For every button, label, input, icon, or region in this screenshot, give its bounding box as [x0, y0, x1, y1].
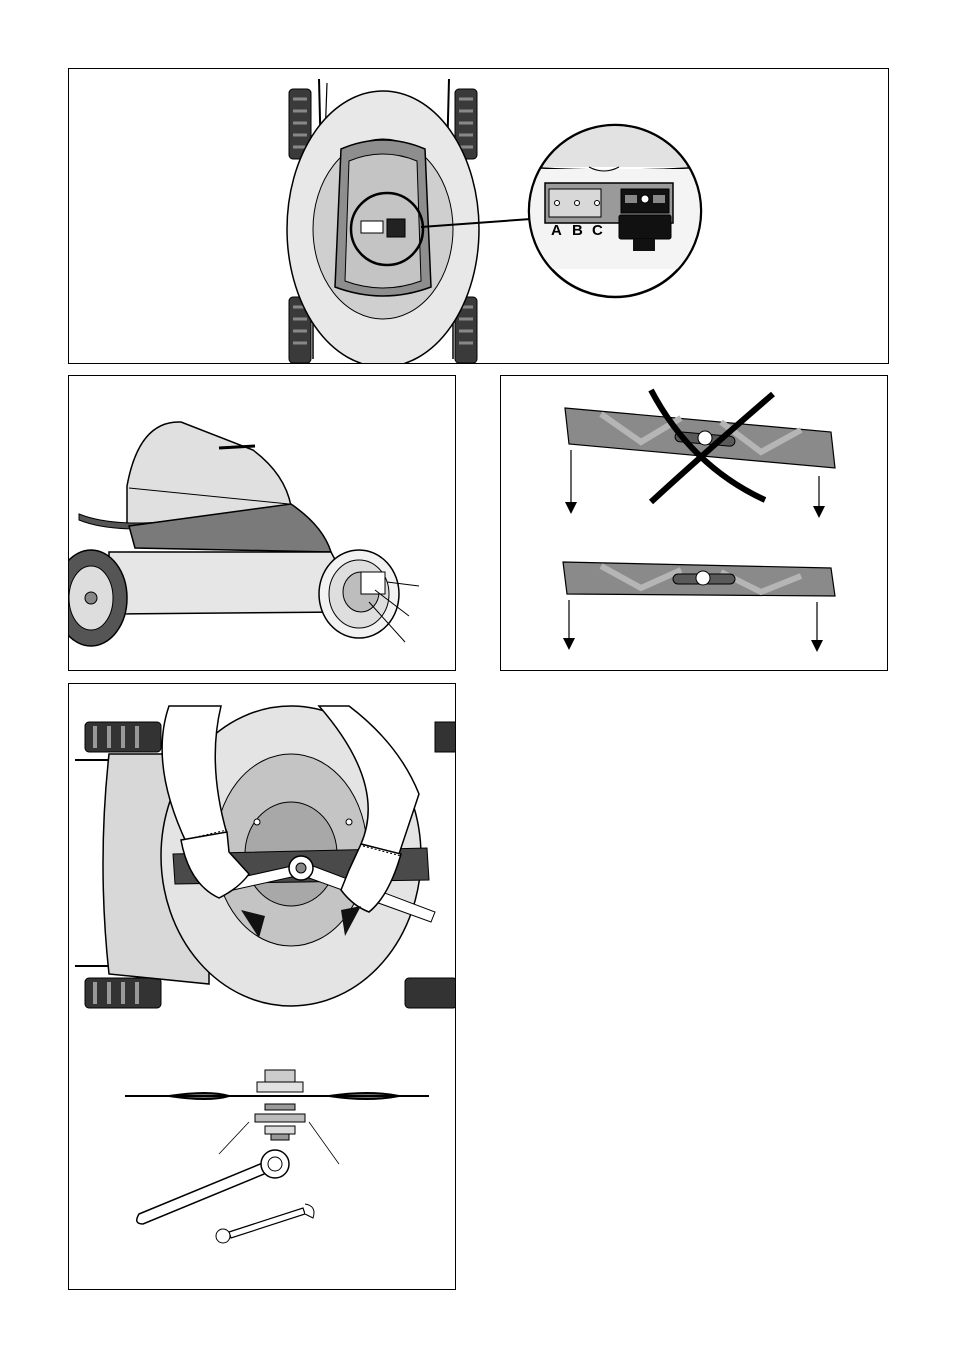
arrow-down-left-bottom [563, 600, 575, 650]
mower-top-view-illustration: A B C [69, 69, 889, 364]
arrow-down-right-top [813, 476, 825, 518]
height-adjust-lever [361, 572, 385, 594]
blade-removal-illustration [69, 684, 456, 1290]
indicator-label-a: A [551, 222, 562, 239]
spanner-small [216, 1204, 314, 1243]
indicator-b [575, 201, 580, 206]
balanced-blade [563, 562, 835, 596]
front-wheel-side [319, 550, 399, 638]
indicator-label-c: C [592, 222, 603, 239]
figure-blade-removal-panel [68, 683, 456, 1290]
indicator-a [555, 201, 560, 206]
figure-side-view-panel [68, 375, 456, 671]
side-deck [109, 552, 345, 614]
figure-blade-balance-panel [500, 375, 888, 671]
blade-balance-illustration [501, 376, 888, 671]
indicator-label-b: B [572, 222, 583, 239]
arrow-down-right-bottom [811, 602, 823, 652]
spanner-large [137, 1150, 289, 1224]
indicator-c [595, 201, 600, 206]
control-panel-detail: A B C [525, 125, 705, 297]
safety-key [619, 215, 671, 239]
figure-top-view-panel: A B C [68, 68, 889, 364]
arrow-down-left-top [565, 450, 577, 514]
mower-side-view-illustration [69, 376, 456, 671]
